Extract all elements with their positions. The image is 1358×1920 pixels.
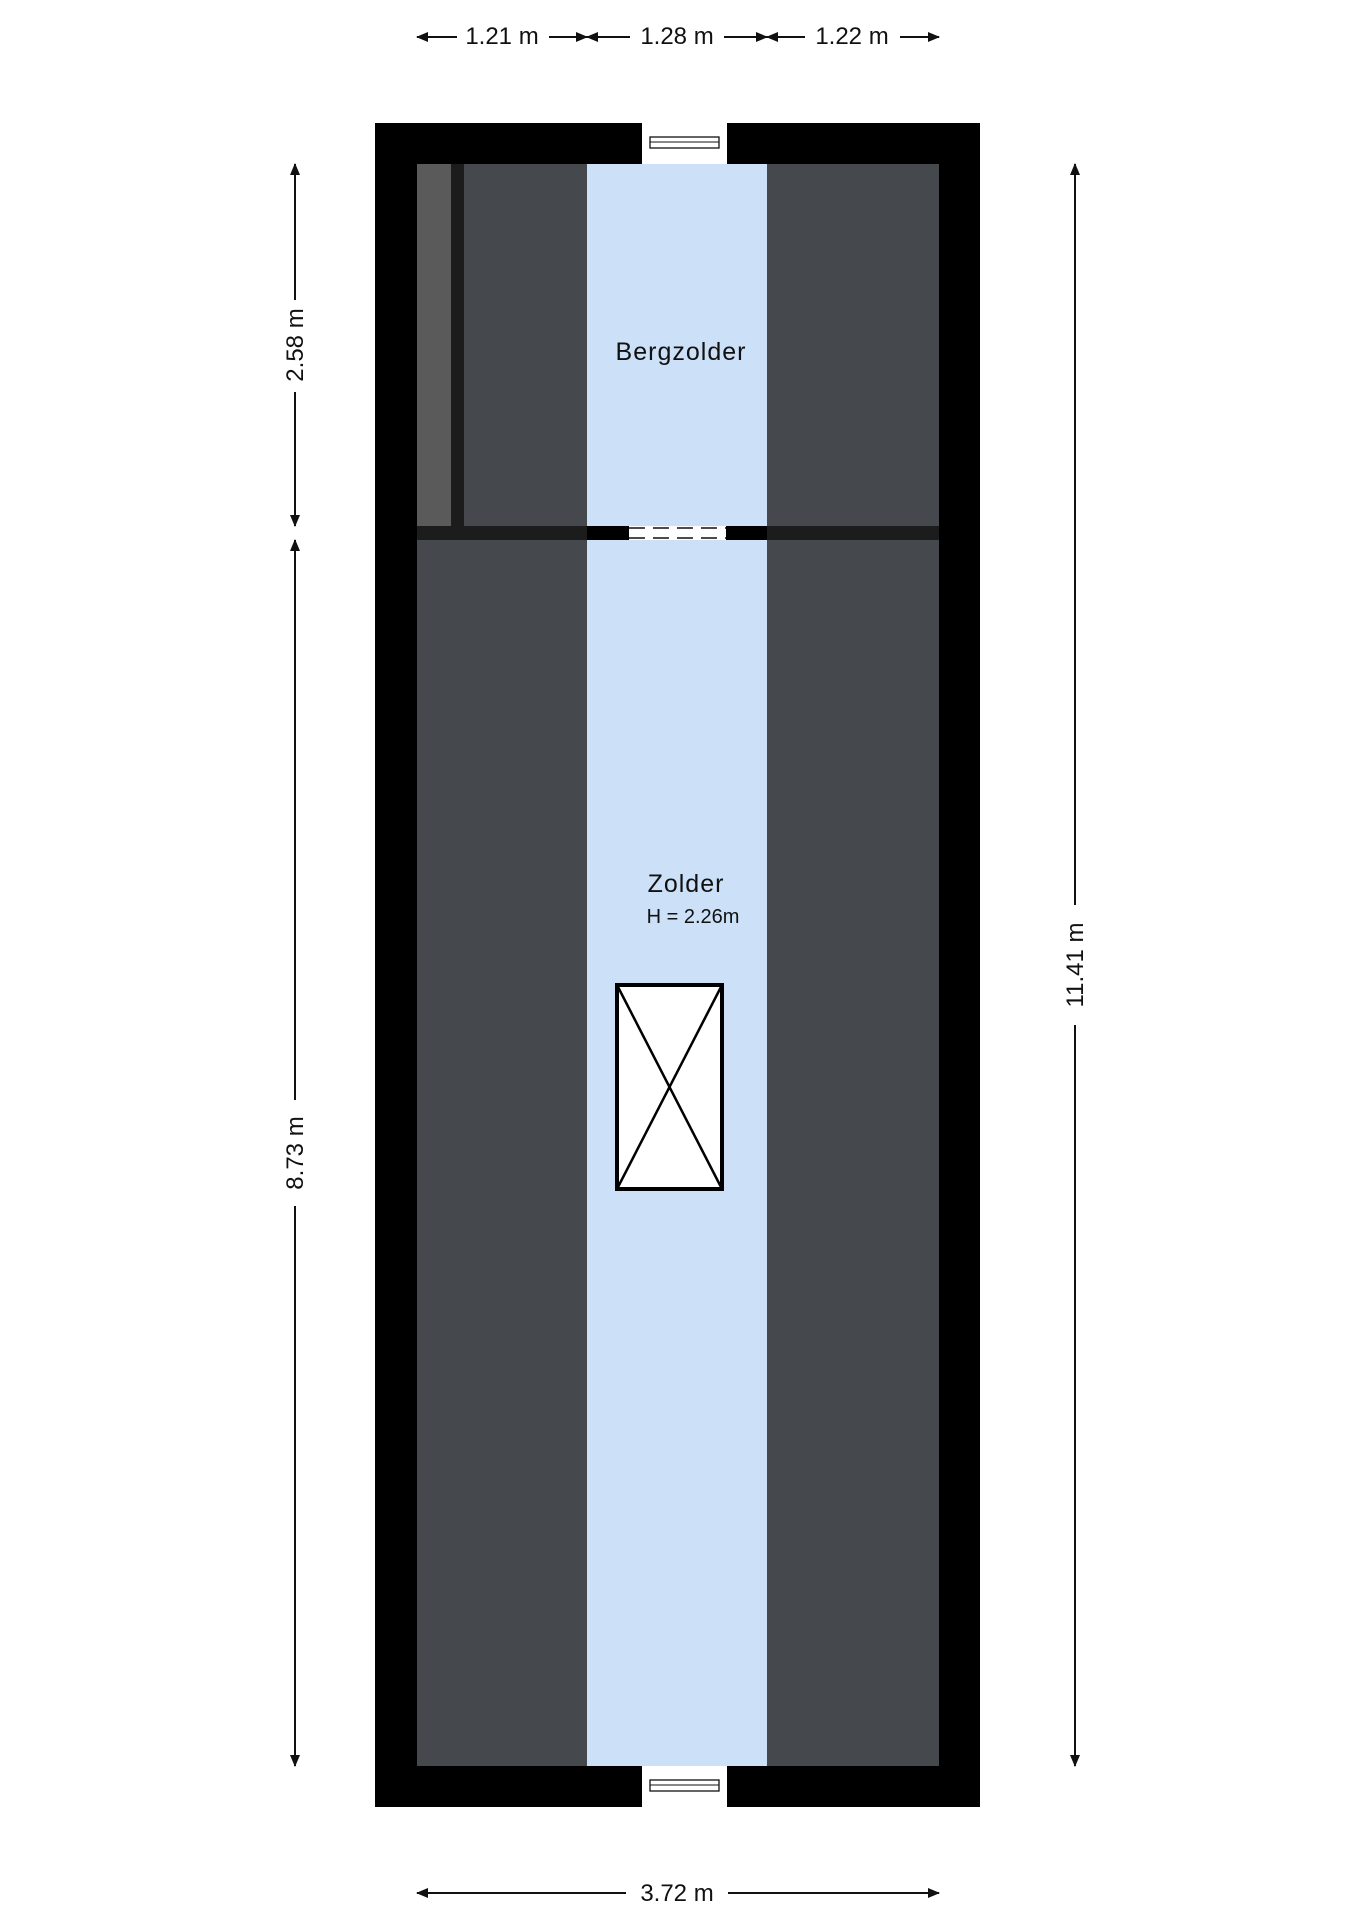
dim-right: 11.41 m [1062,923,1089,1008]
dimension-top: 1.21 m 1.28 m 1.22 m [416,23,940,50]
dim-top-2: 1.28 m [640,23,713,50]
storage-cabinet [417,164,451,526]
dim-top-3: 1.22 m [815,23,888,50]
roof-window-icon [642,1766,727,1807]
dimension-bottom: 3.72 m [416,1880,940,1907]
attic-hatch-icon [615,983,724,1191]
dim-left-lower: 8.73 m [282,1116,309,1189]
dim-left-upper: 2.58 m [282,308,309,381]
room-name-zolder: Zolder [648,870,725,898]
room-name-bergzolder: Bergzolder [616,338,747,366]
dim-bottom: 3.72 m [640,1880,713,1907]
dim-top-1: 1.21 m [465,23,538,50]
slope-area-right [767,164,939,1766]
dimension-left: 2.58 m 8.73 m [282,163,309,1767]
door-opening-icon [629,526,726,540]
cabinet-divider [451,164,464,526]
usable-area-bergzolder [587,164,767,526]
room-height-zolder: H = 2.26m [647,906,740,928]
dimension-right: 11.41 m [1062,163,1089,1767]
roof-window-icon [642,123,727,164]
